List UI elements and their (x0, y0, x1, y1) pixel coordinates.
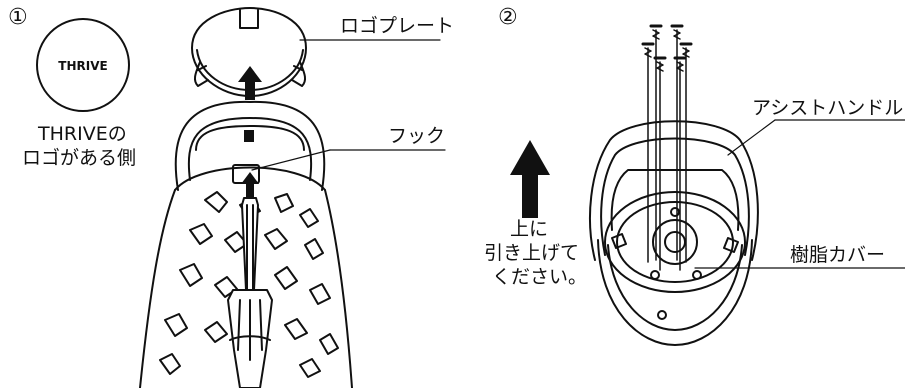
logo-side-label-line2: ロゴがある側 (22, 147, 137, 169)
instruction-line-2: 引き上げて (484, 242, 580, 264)
handle-frame (174, 100, 326, 191)
screws (641, 24, 693, 271)
leader-hook (251, 149, 331, 171)
hook-tab (232, 164, 260, 198)
step-1-marker: ① (8, 5, 28, 30)
instruction-line-3: ください。 (492, 266, 588, 288)
assist-handle-label: アシストハンドル (752, 97, 904, 119)
hook-label: フック (388, 125, 446, 147)
lift-arrow-step1 (238, 66, 262, 100)
step-2-marker: ② (498, 5, 518, 30)
screwdriver (227, 197, 273, 388)
logo-plate-label: ロゴプレート (340, 15, 455, 37)
lift-arrow-step2 (510, 140, 550, 218)
leader-assist-handle (727, 119, 776, 156)
resin-cover-label: 樹脂カバー (790, 244, 886, 266)
logo-plate-lifted (191, 7, 307, 97)
thrive-logo-disc: THRIVE (36, 18, 130, 112)
logo-side-label-line1: THRIVEの (38, 123, 127, 145)
resin-cover (597, 191, 753, 346)
thrive-logo-text: THRIVE (58, 59, 107, 73)
assist-handle-outer (589, 120, 759, 261)
instruction-line-1: 上に (510, 218, 549, 240)
